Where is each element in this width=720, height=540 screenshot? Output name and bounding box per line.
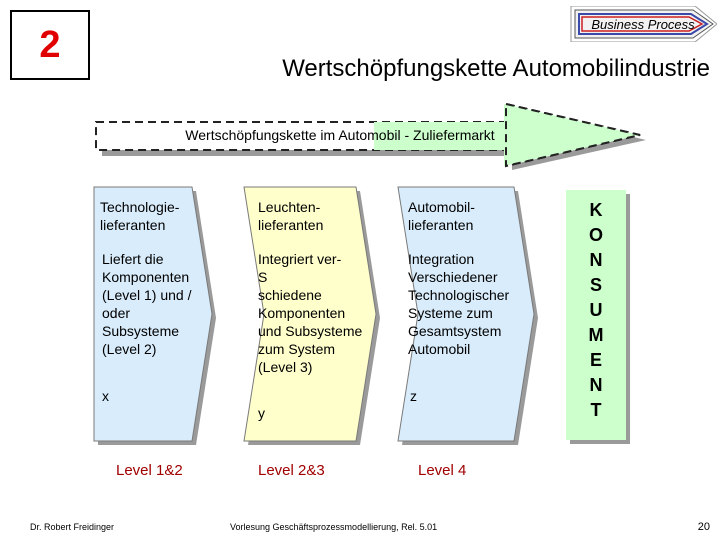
column-1-level: Level 1&2 xyxy=(116,462,183,479)
column-2-header: Leuchten- lieferanten xyxy=(258,199,324,233)
consumer-letter: S xyxy=(589,275,602,295)
slide-number-box: 2 xyxy=(10,10,90,80)
chevron-technology-suppliers xyxy=(93,186,216,445)
chevron-automobile-suppliers xyxy=(397,186,538,445)
column-1-body: Liefert die Komponenten (Level 1) und / … xyxy=(102,251,192,357)
column-2-level: Level 2&3 xyxy=(258,462,325,479)
column-1-variable: x xyxy=(102,388,109,404)
consumer-letter: U xyxy=(589,300,603,320)
column-3-header: Automobil- lieferanten xyxy=(408,199,475,233)
business-process-badge-label: Business Process xyxy=(591,16,695,32)
banner-label: Wertschöpfungskette im Automobil - Zulie… xyxy=(185,127,495,143)
footer-author: Dr. Robert Freidinger xyxy=(30,522,115,532)
business-process-badge-arrow xyxy=(570,6,717,42)
slide-number: 2 xyxy=(39,23,61,66)
column-3-body: Integration Verschiedener Technologische… xyxy=(408,251,510,357)
consumer-box xyxy=(566,190,626,440)
consumer-letter: N xyxy=(589,375,603,395)
value-chain-banner-arrow xyxy=(95,102,646,170)
slide-title: Wertschöpfungskette Automobilindustrie xyxy=(282,55,710,82)
consumer-letter: K xyxy=(589,200,603,220)
consumer-letter: E xyxy=(589,350,602,370)
chevron-lighting-suppliers xyxy=(243,186,380,445)
column-2-variable: y xyxy=(258,405,265,421)
consumer-letter: N xyxy=(589,250,603,270)
footer-page-number: 20 xyxy=(697,521,710,533)
column-1-header: Technologie- lieferanten xyxy=(100,199,180,233)
consumer-letter: O xyxy=(588,225,603,245)
column-3-variable: z xyxy=(410,388,417,404)
column-3-level: Level 4 xyxy=(418,462,467,479)
consumer-letter: T xyxy=(590,400,602,420)
column-2-body: Integriert ver- S schiedene Komponenten … xyxy=(258,251,363,375)
footer-course: Vorlesung Geschäftsprozessmodellierung, … xyxy=(230,522,438,532)
consumer-label: K O N S U M E N T xyxy=(566,198,626,423)
consumer-letter: M xyxy=(588,325,604,345)
